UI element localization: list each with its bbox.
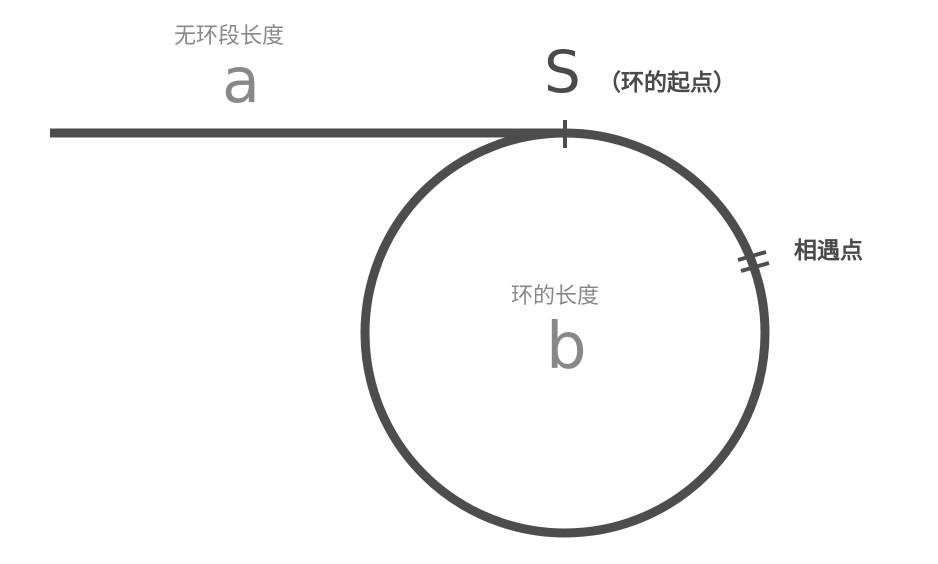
cycle-start-symbol: S	[544, 38, 581, 106]
tail-length-caption: 无环段长度	[174, 24, 285, 49]
cycle-length-symbol: b	[546, 310, 587, 384]
cycle-length-caption: 环的长度	[511, 284, 600, 309]
meet-point-mark	[737, 250, 770, 273]
cycle-start-note: （环的起点）	[598, 70, 736, 96]
meeting-point-label: 相遇点	[794, 238, 863, 264]
tail-length-symbol: a	[222, 44, 260, 117]
